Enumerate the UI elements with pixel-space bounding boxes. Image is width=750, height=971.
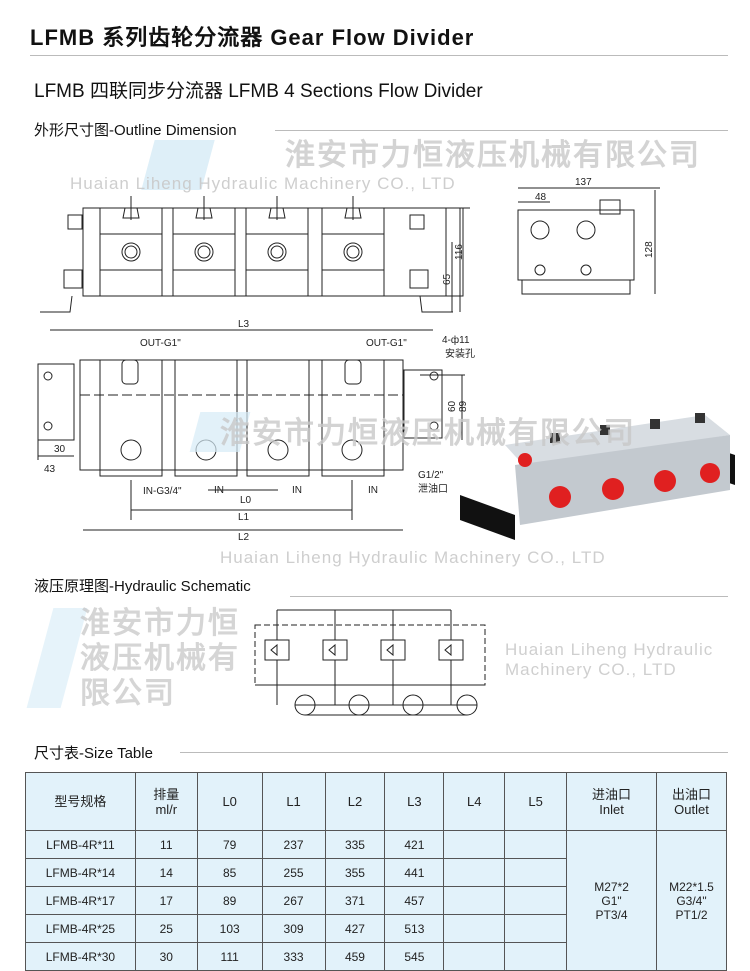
dim-L1: L1	[238, 512, 250, 523]
hydraulic-schematic	[254, 609, 486, 716]
col-model: 型号规格	[25, 772, 136, 831]
watermark-en: Huaian Liheng Hydraulic Machinery CO., L…	[220, 548, 606, 567]
section-outline-heading: 外形尺寸图-Outline Dimension	[34, 122, 237, 139]
dim-128: 128	[644, 241, 655, 258]
page-title: LFMB 系列齿轮分流器 Gear Flow Divider	[30, 25, 475, 50]
section-schematic-heading: 液压原理图-Hydraulic Schematic	[34, 578, 251, 595]
label-out-right: OUT-G1"	[366, 338, 407, 349]
dim-89: 89	[458, 400, 469, 412]
col-l2: L2	[324, 772, 386, 831]
dim-60: 60	[447, 400, 458, 412]
watermark-en: Huaian Liheng Hydraulic Machinery CO., L…	[70, 174, 456, 193]
dim-L0: L0	[240, 495, 252, 506]
side-view	[517, 187, 660, 295]
watermark-cn: 淮安市力恒液压机械有限公司	[285, 139, 701, 172]
label-holes-cn: 安装孔	[445, 347, 475, 360]
subtitle: LFMB 四联同步分流器 LFMB 4 Sections Flow Divide…	[34, 81, 483, 102]
product-photo	[460, 413, 735, 540]
dim-L2: L2	[238, 532, 250, 543]
top-view	[37, 329, 465, 531]
dim-30: 30	[54, 444, 66, 455]
front-view	[40, 195, 470, 313]
label-out-left: OUT-G1"	[140, 338, 181, 349]
watermark-cn: 淮安市力恒液压机械有限公司	[80, 607, 240, 710]
dim-L3: L3	[238, 319, 250, 330]
col-l3: L3	[384, 772, 445, 831]
divider	[290, 596, 728, 597]
label-in-2: IN	[214, 485, 224, 496]
label-in-3: IN	[292, 485, 302, 496]
col-l5: L5	[504, 772, 568, 831]
col-l1: L1	[261, 772, 326, 831]
section-size-table-heading: 尺寸表-Size Table	[34, 745, 153, 762]
label-drain: G1/2"	[418, 470, 444, 481]
label-in-main: IN-G3/4"	[143, 486, 182, 497]
dim-137: 137	[575, 177, 592, 188]
dim-65: 65	[442, 273, 453, 285]
outline-drawing: 116 65 137 48 128 L3 OUT-G1" OUT-G1" 4-ф…	[37, 177, 660, 543]
dim-116: 116	[454, 244, 465, 260]
col-l0: L0	[196, 772, 263, 831]
label-drain-cn: 泄油口	[418, 482, 448, 495]
col-l4: L4	[443, 772, 506, 831]
watermark-cn: 淮安市力恒液压机械有限公司	[220, 417, 636, 450]
watermark-logo	[26, 608, 88, 708]
divider	[275, 130, 728, 131]
watermark-en: Huaian Liheng Hydraulic Machinery CO., L…	[505, 640, 714, 679]
label-holes: 4-ф11	[442, 334, 470, 346]
label-in-4: IN	[368, 485, 378, 496]
dim-48: 48	[535, 192, 547, 203]
dim-43: 43	[44, 464, 56, 475]
divider	[30, 55, 728, 56]
divider	[180, 752, 728, 753]
